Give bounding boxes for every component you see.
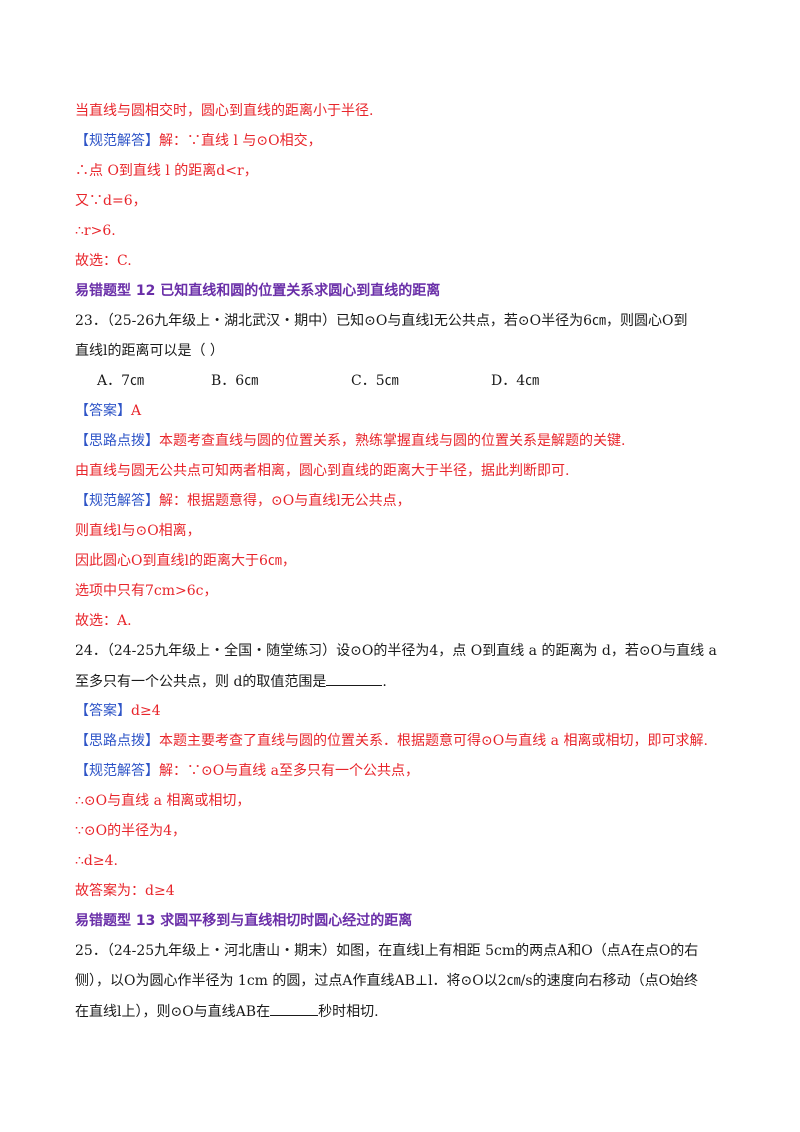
answer-value: d≥4 bbox=[131, 703, 161, 719]
option-a: A．7㎝ bbox=[97, 373, 145, 389]
question-24-line-2: 至多只有一个公共点，则 d的取值范围是. bbox=[75, 671, 387, 692]
question-25-line-3: 在直线l上），则⊙O与直线AB在 秒时相切. bbox=[75, 1001, 379, 1022]
solution-label: 【规范解答】 bbox=[75, 493, 159, 509]
text-line-7: 则直线l与⊙O相离， bbox=[75, 523, 201, 539]
question-23-options: A．7㎝ B．6㎝ C．5㎝ D．4㎝ bbox=[75, 371, 725, 391]
question-24-after: . bbox=[382, 674, 387, 690]
solution-text: 解：∵直线 l 与⊙O相交， bbox=[159, 133, 322, 149]
solution-line-1: 【规范解答】解：∵直线 l 与⊙O相交， bbox=[75, 131, 322, 151]
question-25-text: 在直线l上），则⊙O与直线AB在 bbox=[75, 1004, 271, 1020]
solution-text: 解：∵⊙O与直线 a至多只有一个公共点， bbox=[159, 763, 420, 779]
text-line-12: ∵⊙O的半径为4， bbox=[75, 823, 187, 839]
question-23-line-1: 23．（25-26九年级上・湖北武汉・期中）已知⊙O与直线l无公共点，若⊙O半径… bbox=[75, 313, 688, 329]
text-line-13: ∴d≥4. bbox=[75, 853, 118, 869]
question-25-line-2: 侧），以O为圆心作半径为 1cm 的圆，过点A作直线AB⊥l．将⊙O以2㎝/s的… bbox=[75, 973, 699, 989]
hint-label: 【思路点拨】 bbox=[75, 433, 159, 449]
answer-24: 【答案】d≥4 bbox=[75, 701, 161, 721]
answer-blank[interactable] bbox=[326, 671, 383, 686]
hint-23: 【思路点拨】本题考查直线与圆的位置关系，熟练掌握直线与圆的位置关系是解题的关键. bbox=[75, 431, 625, 451]
text-line-8: 因此圆心O到直线l的距离大于6㎝， bbox=[75, 553, 296, 569]
text-line-14: 故答案为：d≥4 bbox=[75, 883, 175, 899]
hint-text: 本题考查直线与圆的位置关系，熟练掌握直线与圆的位置关系是解题的关键. bbox=[159, 433, 626, 449]
answer-blank[interactable] bbox=[270, 1001, 319, 1016]
solution-label: 【规范解答】 bbox=[75, 763, 159, 779]
text-line-10: 故选：A. bbox=[75, 613, 132, 629]
hint-label: 【思路点拨】 bbox=[75, 733, 159, 749]
solution-label: 【规范解答】 bbox=[75, 133, 159, 149]
text-line-4: ∴r>6. bbox=[75, 223, 116, 239]
question-25-line-1: 25．（24-25九年级上・河北唐山・期末）如图，在直线l上有相距 5cm的两点… bbox=[75, 943, 699, 959]
text-line-5: 故选：C. bbox=[75, 253, 132, 269]
text-line-1: 当直线与圆相交时，圆心到直线的距离小于半径. bbox=[75, 103, 374, 119]
question-25-after: 秒时相切. bbox=[318, 1004, 379, 1020]
hint-text: 本题主要考查了直线与圆的位置关系．根据题意可得⊙O与直线 a 相离或相切，即可求… bbox=[159, 733, 708, 749]
answer-label: 【答案】 bbox=[75, 403, 131, 419]
text-line-6: 由直线与圆无公共点可知两者相离，圆心到直线的距离大于半径，据此判断即可. bbox=[75, 463, 570, 479]
question-24-line-1: 24．（24-25九年级上・全国・随堂练习）设⊙O的半径为4，点 O到直线 a … bbox=[75, 643, 717, 659]
section-heading-13: 易错题型 13 求圆平移到与直线相切时圆心经过的距离 bbox=[75, 913, 413, 929]
option-c: C．5㎝ bbox=[351, 373, 399, 389]
question-24-text: 至多只有一个公共点，则 d的取值范围是 bbox=[75, 674, 327, 690]
option-d: D．4㎝ bbox=[491, 373, 540, 389]
solution-text: 解：根据题意得，⊙O与直线l无公共点， bbox=[159, 493, 411, 509]
option-b: B．6㎝ bbox=[211, 373, 259, 389]
question-23-line-2: 直线l的距离可以是（ ） bbox=[75, 343, 224, 359]
answer-value: A bbox=[131, 403, 142, 419]
text-line-11: ∴⊙O与直线 a 相离或相切， bbox=[75, 793, 251, 809]
text-line-3: 又∵d=6， bbox=[75, 193, 147, 209]
answer-23: 【答案】A bbox=[75, 401, 141, 421]
section-heading-12: 易错题型 12 已知直线和圆的位置关系求圆心到直线的距离 bbox=[75, 283, 441, 299]
text-line-9: 选项中只有7cm>6c， bbox=[75, 583, 218, 599]
text-line-2: ∴点 O到直线 l 的距离d<r， bbox=[75, 163, 258, 179]
hint-24: 【思路点拨】本题主要考查了直线与圆的位置关系．根据题意可得⊙O与直线 a 相离或… bbox=[75, 731, 708, 751]
solution-line-2: 【规范解答】解：根据题意得，⊙O与直线l无公共点， bbox=[75, 491, 411, 511]
solution-line-3: 【规范解答】解：∵⊙O与直线 a至多只有一个公共点， bbox=[75, 761, 419, 781]
answer-label: 【答案】 bbox=[75, 703, 131, 719]
